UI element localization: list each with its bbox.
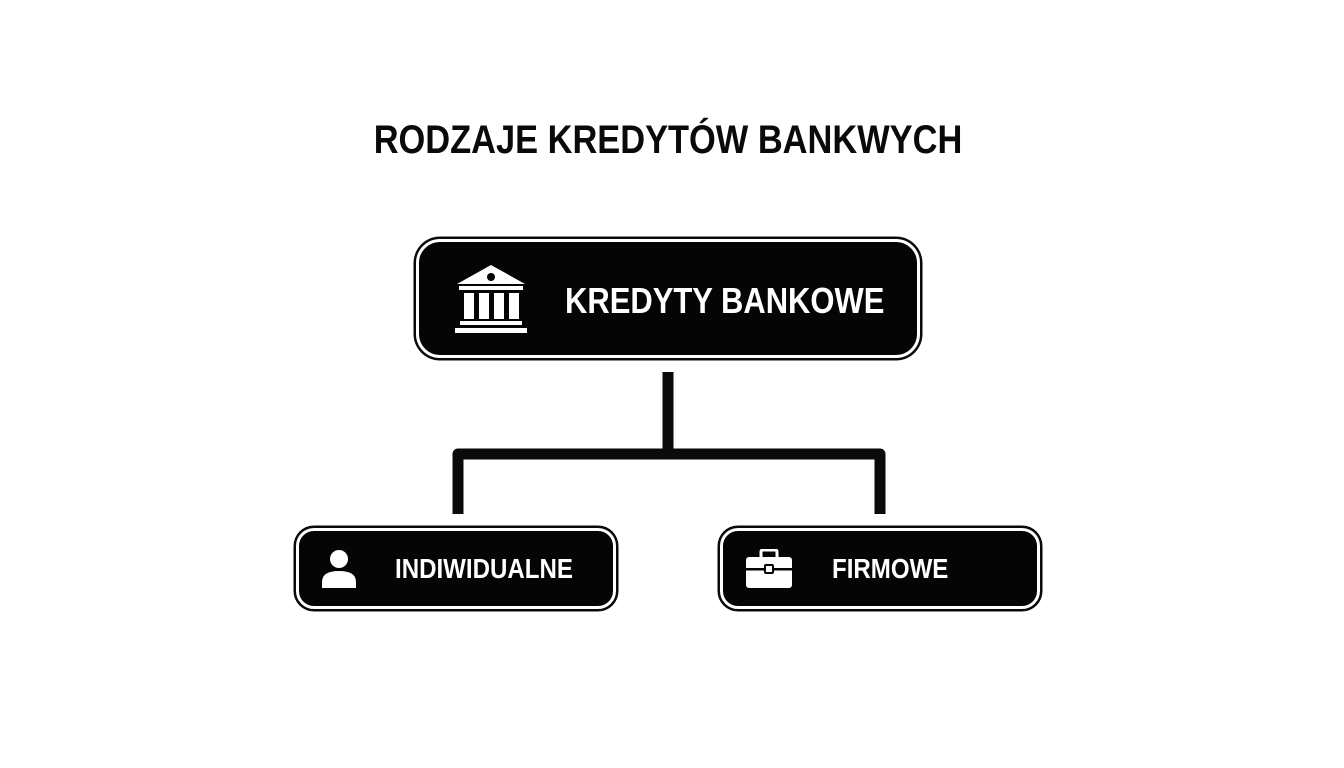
child-node-business: FIRMOWE <box>720 528 1040 609</box>
connector-line <box>452 372 886 514</box>
briefcase-icon <box>746 549 792 588</box>
child-node-label: FIRMOWE <box>832 553 949 584</box>
child-node-individual: INDIWIDUALNE <box>296 528 616 609</box>
root-node: KREDYTY BANKOWE <box>416 239 920 358</box>
root-node-label: KREDYTY BANKOWE <box>565 280 885 321</box>
person-icon <box>322 550 356 588</box>
diagram-title: RODZAJE KREDYTÓW BANKWYCH <box>373 118 963 162</box>
child-node-label: INDIWIDUALNE <box>395 553 573 584</box>
bank-icon <box>455 265 527 333</box>
